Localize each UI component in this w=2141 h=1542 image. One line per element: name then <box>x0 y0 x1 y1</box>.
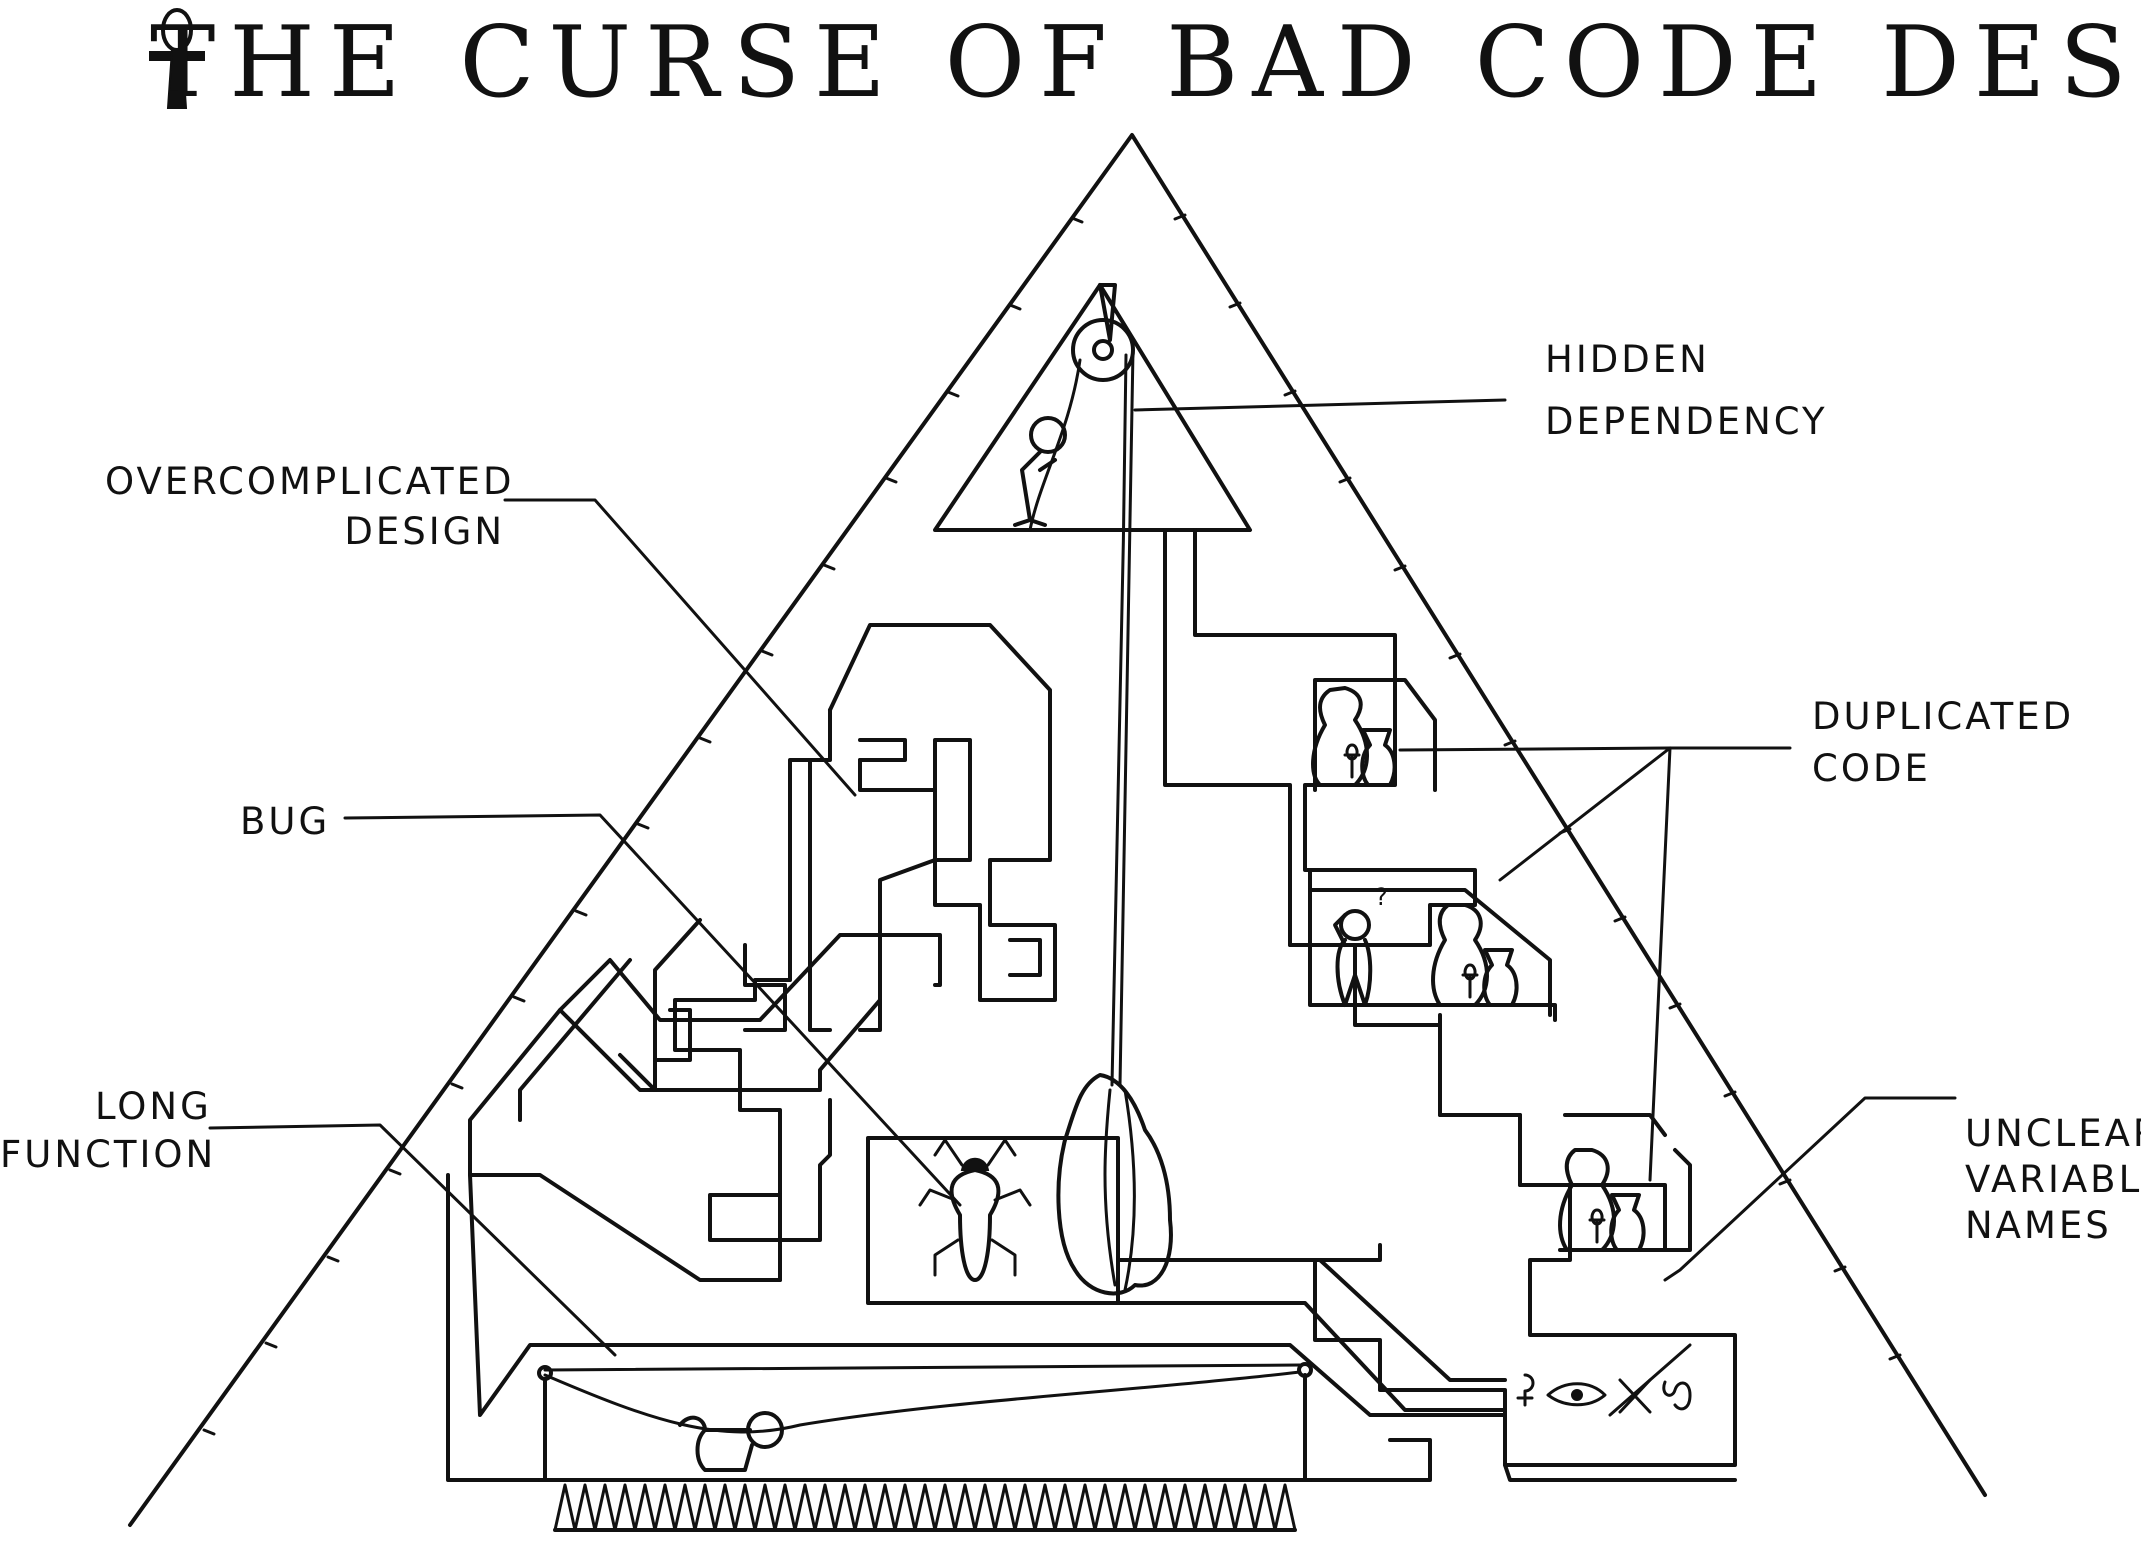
rope-icon <box>1028 348 1135 1087</box>
vase-icon <box>1431 903 1519 1007</box>
ankh-icon <box>149 8 205 109</box>
label-line: FUNCTION <box>0 1133 217 1176</box>
hieroglyph-icon <box>1516 1373 1692 1414</box>
page-title: THE CURSE OF BAD CODE DESIGN <box>150 6 2141 120</box>
trapped-person-icon <box>537 1362 1313 1472</box>
label-line: HIDDEN <box>1545 338 1710 381</box>
scarab-icon <box>918 1138 1032 1282</box>
label-hidden-dependency: HIDDEN DEPENDENCY <box>1545 338 1828 444</box>
pulley-icon <box>1071 318 1135 382</box>
label-line: UNCLEAR <box>1965 1112 2141 1155</box>
label-unclear-variable-names: UNCLEAR VARIABLE NAMES <box>1965 1112 2141 1248</box>
vase-icon <box>1558 1148 1646 1252</box>
spike-pit-icon <box>538 1373 1312 1532</box>
pyramid-interior <box>446 283 1737 1482</box>
climbing-person-icon <box>1013 416 1067 527</box>
label-line: CODE <box>1812 747 1931 790</box>
label-line: DESIGN <box>344 510 505 553</box>
label-bug: BUG <box>240 800 330 844</box>
label-line: DUPLICATED <box>1812 695 2075 738</box>
label-line: OVERCOMPLICATED <box>105 460 515 503</box>
boulder-icon <box>1056 1073 1173 1296</box>
label-long-function: LONG FUNCTION <box>0 1085 217 1177</box>
label-line: BUG <box>240 800 331 843</box>
label-line: VARIABLE <box>1965 1158 2141 1201</box>
svg-text:?: ? <box>1375 883 1388 911</box>
vase-icon <box>1311 686 1397 787</box>
confused-person-icon: ? <box>1333 883 1388 1007</box>
label-overcomplicated-design: OVERCOMPLICATED DESIGN <box>105 460 515 554</box>
label-line: LONG <box>95 1085 212 1128</box>
leader-lines <box>208 398 1957 1417</box>
label-duplicated-code: DUPLICATED CODE <box>1812 695 2074 791</box>
label-line: DEPENDENCY <box>1545 400 1828 443</box>
label-line: NAMES <box>1965 1204 2112 1247</box>
